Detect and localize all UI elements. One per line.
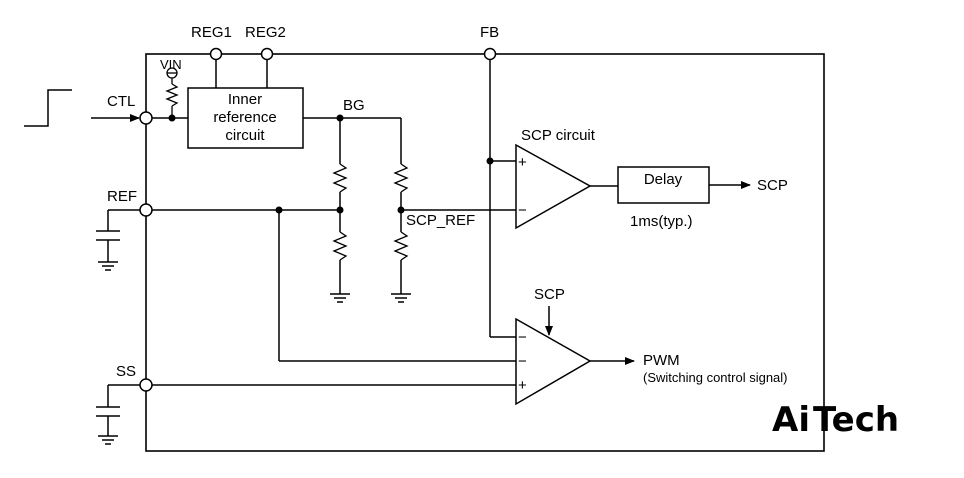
scp-comparator (515, 143, 592, 230)
bg-resistor-top (332, 163, 348, 193)
scp-comp-plus: + (518, 154, 527, 171)
scp-ref-resistor-top (393, 163, 409, 193)
vin-resistor (165, 83, 179, 107)
svg-text:Ai: Ai (772, 400, 810, 440)
pwm-comp-plus: + (518, 377, 527, 394)
label-ref: REF (107, 188, 137, 205)
delay-time: 1ms(typ.) (630, 213, 693, 230)
label-reg1: REG1 (191, 24, 232, 41)
pwm-comp-minus-1: − (518, 329, 527, 346)
svg-text:Tech: Tech (813, 400, 899, 440)
aitech-watermark: Ai Tech (772, 400, 899, 440)
label-fb: FB (480, 24, 499, 41)
label-ctl: CTL (107, 93, 135, 110)
ground-symbol-ss (98, 435, 118, 445)
pwm-comp-minus-2: − (518, 353, 527, 370)
label-scp-ref: SCP_REF (406, 212, 475, 229)
label-scp-input: SCP (534, 286, 565, 303)
ground-symbol-1 (330, 293, 350, 303)
label-pwm-desc: (Switching control signal) (643, 370, 788, 385)
pin-fb (483, 47, 497, 61)
bg-resistor-bottom (332, 231, 348, 261)
scp-comp-minus: − (518, 202, 527, 219)
label-reg2: REG2 (245, 24, 286, 41)
scp-ref-resistor-bottom (393, 231, 409, 261)
pin-reg1 (209, 47, 223, 61)
pwm-comparator (515, 317, 592, 406)
pin-ss (139, 378, 153, 392)
label-bg: BG (343, 97, 365, 114)
inner-ref-text-2: reference (213, 109, 276, 126)
label-ss: SS (116, 363, 136, 380)
ctl-step-signal (24, 89, 72, 127)
pin-ref (139, 203, 153, 217)
pin-ctl (139, 111, 153, 125)
delay-block (617, 166, 710, 204)
inner-ref-text-1: Inner (228, 91, 262, 108)
ground-symbol-2 (391, 293, 411, 303)
ground-symbol-ref (98, 261, 118, 271)
label-scp-output: SCP (757, 177, 788, 194)
label-pwm: PWM (643, 352, 680, 369)
label-vin: VIN (160, 57, 182, 72)
delay-label: Delay (644, 171, 683, 188)
pin-reg2 (260, 47, 274, 61)
inner-ref-text-3: circuit (225, 127, 265, 144)
label-scp-circuit: SCP circuit (521, 127, 596, 144)
